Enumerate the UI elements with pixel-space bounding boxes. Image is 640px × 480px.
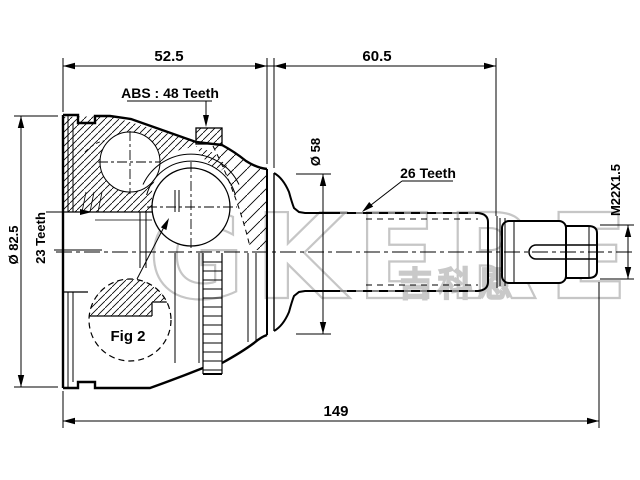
dimension-labels: 52.5 60.5 ABS : 48 Teeth 26 Teeth 149 Fi… <box>6 48 623 420</box>
thread-m22x1-5-label: M22X1.5 <box>608 164 623 216</box>
dimension-arrows <box>17 62 632 425</box>
dim-52-5-label: 52.5 <box>154 48 183 65</box>
fig-2-label: Fig 2 <box>110 328 145 345</box>
overall-length-149-label: 149 <box>323 403 348 420</box>
fig2-leader-arrow <box>160 218 169 230</box>
inner-spline-23-teeth-label: 23 Teeth <box>33 212 48 264</box>
dim-60-5-label: 60.5 <box>362 48 391 65</box>
shaft-profile <box>273 172 489 332</box>
abs-48-teeth-label: ABS : 48 Teeth <box>121 85 219 101</box>
bell-diameter-82-5-label: Ø 82.5 <box>6 225 21 264</box>
cv-joint-outline <box>61 113 489 390</box>
outer-spline-26-teeth-label: 26 Teeth <box>400 165 456 181</box>
boot-diameter-58-label: Ø 58 <box>308 138 323 166</box>
detail-circle <box>88 278 172 362</box>
abs-tooth-ring-external <box>202 253 223 375</box>
